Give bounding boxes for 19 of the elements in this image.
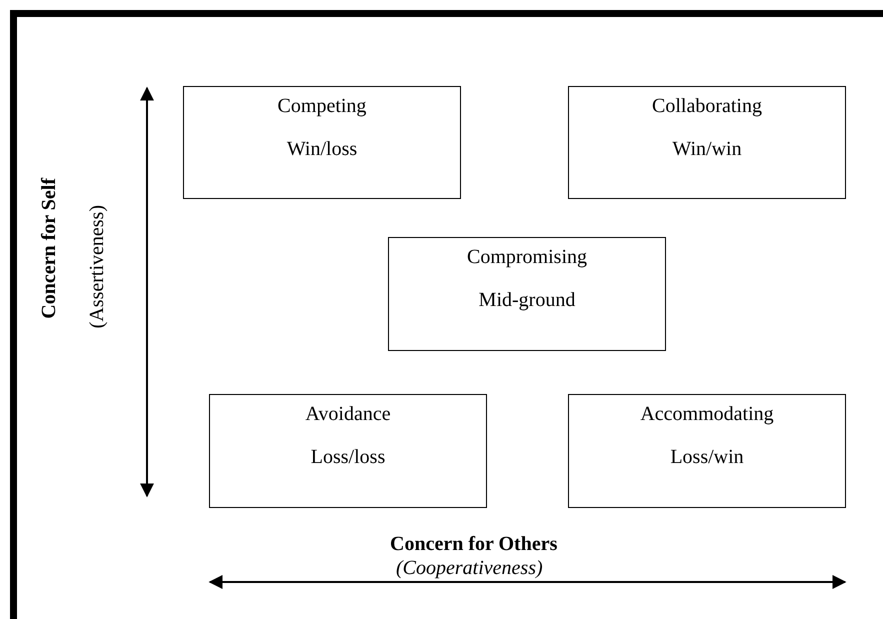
axis-title: Concern for Others xyxy=(390,533,558,556)
axis-subtitle: (Cooperativeness) xyxy=(396,557,543,580)
outcome-text: Win/loss xyxy=(286,138,358,161)
outcome-text: Loss/loss xyxy=(310,446,386,469)
outcome-text: Win/win xyxy=(672,138,742,161)
outcome-text: Mid-ground xyxy=(478,289,576,312)
axis-title: Concern for Self xyxy=(38,178,61,319)
strategy-box xyxy=(209,394,487,508)
strategy-box xyxy=(568,86,846,199)
outcome-text: Loss/win xyxy=(670,446,744,469)
strategy-name: Competing xyxy=(278,95,366,118)
strategy-name: Collaborating xyxy=(652,95,762,118)
strategy-box xyxy=(568,394,846,508)
axis-subtitle: (Assertiveness) xyxy=(86,205,109,328)
strategy-name: Accommodating xyxy=(640,403,774,426)
strategy-name: Avoidance xyxy=(305,403,391,426)
strategy-box xyxy=(183,86,461,199)
strategy-box xyxy=(388,237,666,351)
strategy-name: Compromising xyxy=(466,246,587,269)
